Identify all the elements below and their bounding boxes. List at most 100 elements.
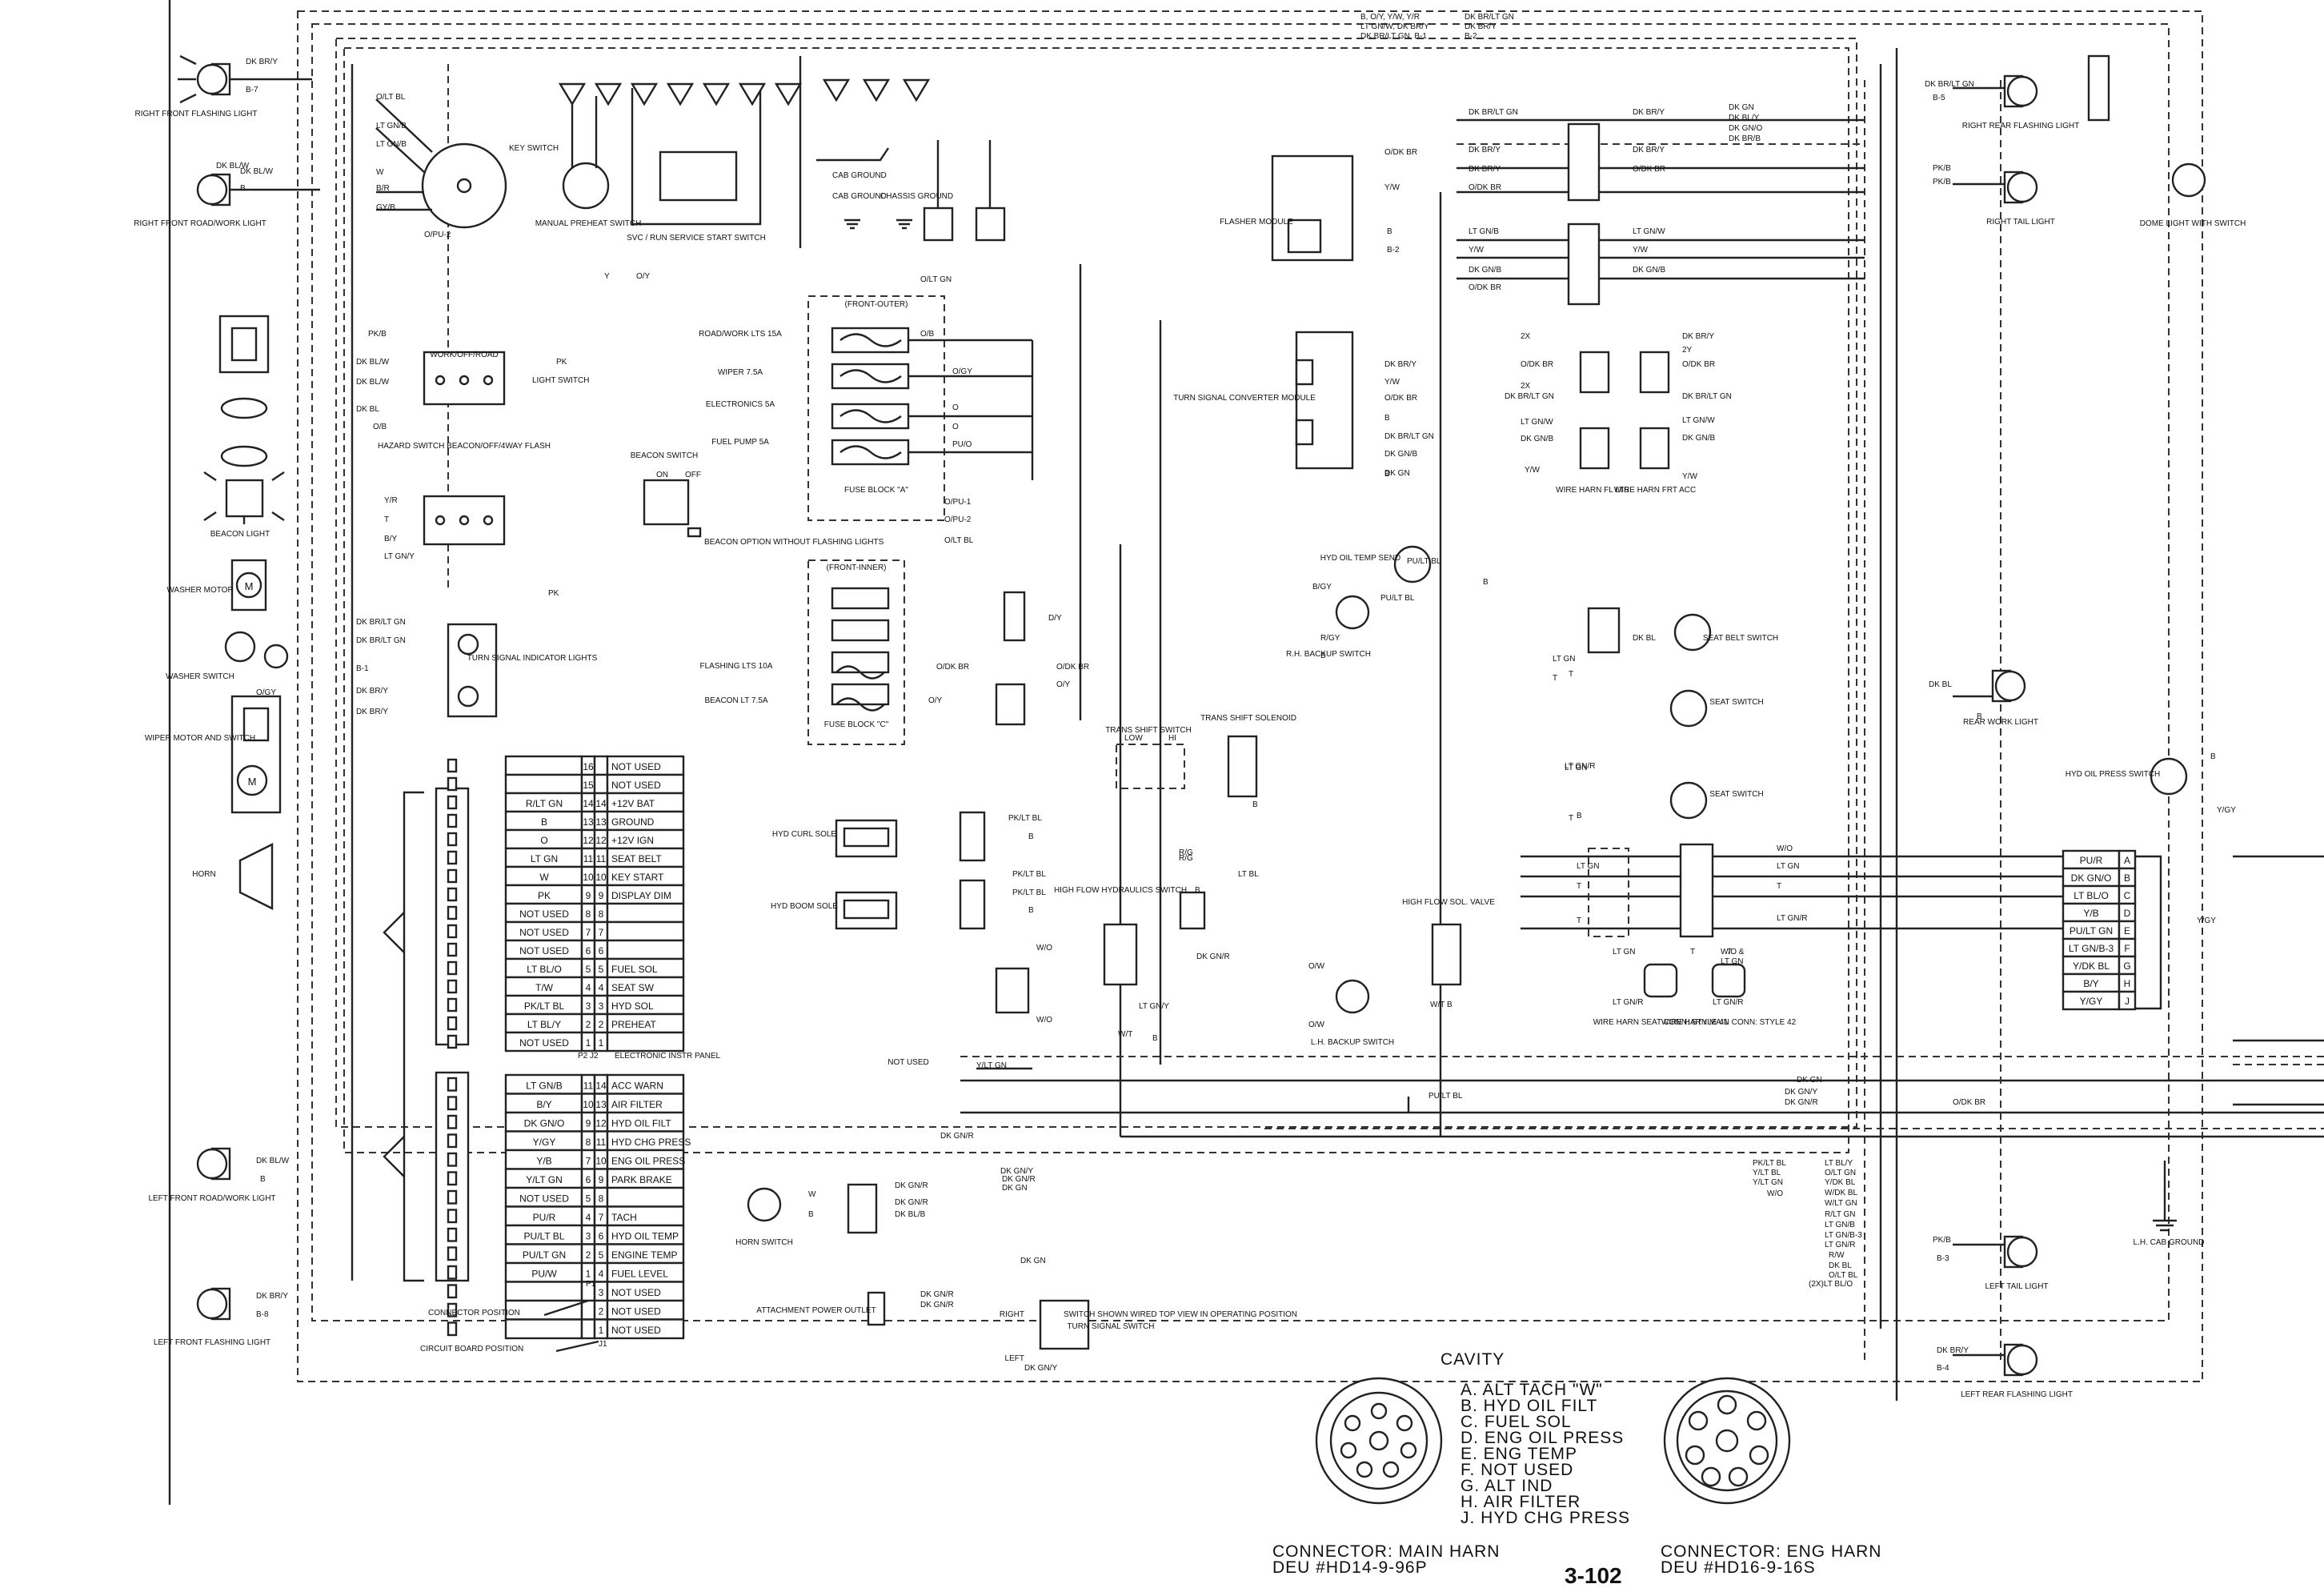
rear-work-light: REAR WORK LIGHT [1963,669,2038,727]
panel-board-number: 8 [599,908,604,920]
connector-pin-letter: B [2124,872,2130,884]
connector-pin [447,1133,458,1149]
manual-preheat-switch: MANUAL PREHEAT SWITCH [535,96,641,228]
wire-label: DK BR/Y [356,708,388,716]
wire-label: O/DK BR [1521,360,1553,369]
label-hyd-oil-temp: HYD OIL TEMP SEND [1320,554,1400,563]
label-lh-backup: L.H. BACKUP SWITCH [1311,1038,1394,1047]
connector-pin [447,924,458,939]
wire-label: DK BR/Y [246,58,278,66]
wire-label: R/GY [1320,634,1340,643]
wire-label: B [1447,1001,1452,1009]
wire-label: W/T [1118,1030,1132,1039]
label-chassis-ground: CHASSIS GROUND [880,192,953,201]
wire-label: O/Y [928,696,943,705]
cavity-item: B. HYD OIL FILT [1461,1397,1597,1415]
panel-board-number: 6 [599,945,604,956]
panel-wire-color: DK GN/O [524,1118,565,1129]
panel-pin-number: 2 [586,1019,591,1030]
harness-frame-3 [343,47,1849,1153]
seat-switch-1: SEAT SWITCH [1669,689,1764,728]
panel-pin-number: 4 [586,1212,591,1223]
wire-label: DK BL/W [240,167,274,176]
wire-label: B/GY [1312,583,1332,591]
wire-label: O [952,403,959,412]
label-beacon-switch: BEACON SWITCH [631,451,698,460]
panel-wire-color: NOT USED [519,927,569,938]
label-flashing-lts: FLASHING LTS 10A [700,662,773,671]
wire-label: Y/R [384,496,398,505]
label-cab-ground: CAB GROUND [832,171,887,180]
wire-label: Y/W [1525,466,1540,475]
panel-function: FUEL LEVEL [611,1269,668,1280]
panel-board-number: 9 [599,1174,604,1185]
wire-label: DK BR/Y [256,1292,288,1301]
wire-label: DK GN/R [920,1301,954,1309]
wire-label: DK BR/Y [1937,1346,1969,1355]
connector-pin-letter: H [2124,978,2131,989]
wire-label: T [1777,882,1781,891]
wire-label: T [1553,674,1557,683]
connector-pin [447,1189,458,1205]
wire-label: DK GN/R [1002,1175,1036,1184]
panel-pin-number: 16 [583,761,594,772]
panel-board-number: 12 [595,835,607,846]
label-lh-cab-ground: L.H. CAB GROUND [2134,1238,2205,1247]
panel-function: +12V BAT [611,798,655,809]
panel-function: ENGINE TEMP [611,1249,677,1261]
panel-wire-color: LT BL/Y [527,1019,561,1030]
eng-connector-title: CONNECTOR: ENG HARN [1661,1542,1881,1561]
wire-label: DK BL [1633,634,1656,643]
wire-label: W [808,1190,816,1199]
wire-label: DK GN/R [895,1198,928,1207]
wire-label: Y/LT BL [1753,1169,1781,1177]
label-on: ON [656,471,668,479]
washer-motor: M WASHER MOTOR [166,559,267,612]
wire-label: O/DK BR [1056,663,1089,672]
wire-label: PK/LT BL [1008,814,1042,823]
connector-wire-color: B/Y [2083,978,2098,989]
wire-label: LT GN [1553,655,1576,664]
wire-label: B [1028,832,1034,841]
label-turn-indicator: TURN SIGNAL INDICATOR LIGHTS [467,654,598,663]
panel-function: NOT USED [611,780,661,791]
panel-pin-number: 10 [583,872,594,883]
label-right-rear-flashing: RIGHT REAR FLASHING LIGHT [1962,122,2080,130]
cavity-item: G. ALT IND [1461,1477,1553,1495]
wire-label: DK BR/LT GN [1465,13,1514,22]
label-front-inner: (FRONT-INNER) [827,563,887,572]
panel-pin-number: 2 [586,1249,591,1261]
label-light-switch: LIGHT SWITCH [532,376,589,385]
hyd-oil-temp-send: HYD OIL TEMP SEND [1320,545,1432,583]
wire-label: DK BR/LT GN [356,636,406,645]
wire-label: PU/LT BL [1380,594,1415,603]
connector-pin [447,850,458,865]
label-electronic-panel: ELECTRONIC INSTR PANEL [615,1052,720,1061]
panel-board-number: 4 [599,982,604,993]
attachment-outlet: ATTACHMENT POWER OUTLET [756,1291,886,1326]
connector-wire-color: PU/R [2080,855,2103,866]
wire-label: B [1195,886,1200,895]
panel-function: ACC WARN [611,1081,663,1092]
label-right-front-flashing: RIGHT FRONT FLASHING LIGHT [135,110,258,118]
wire-label: T [1690,948,1695,956]
panel-wire-color: PK [538,890,551,901]
connector-pin [447,1077,458,1092]
label-fuse-block-c: FUSE BLOCK "C" [824,720,889,729]
wire-label: O/GY [256,688,276,697]
wire-harn-fl-connector: WIRE HARN FL LTS [1556,351,1629,495]
panel-wire-color: Y/LT GN [526,1174,563,1185]
label-trans-shift-sol: TRANS SHIFT SOLENOID [1200,714,1296,723]
label-road-work-lts: ROAD/WORK LTS 15A [699,330,782,339]
wire-label: R/W [1829,1251,1845,1260]
beacon-switch: BEACON SWITCH ON OFF BEACON OPTION WITHO… [631,451,884,547]
wire-label: DK BL/B [895,1210,926,1219]
right-rear-flashing-light: RIGHT REAR FLASHING LIGHT [1962,74,2080,130]
connector-pin [447,1246,458,1261]
cavity-list: CAVITY A. ALT TACH "W"B. HYD OIL FILTC. … [1440,1350,1629,1527]
wire-label: DK BR/LT GN [1384,432,1434,441]
panel-wire-color: NOT USED [519,908,569,920]
wire-label: PU/LT BL [1407,557,1441,566]
